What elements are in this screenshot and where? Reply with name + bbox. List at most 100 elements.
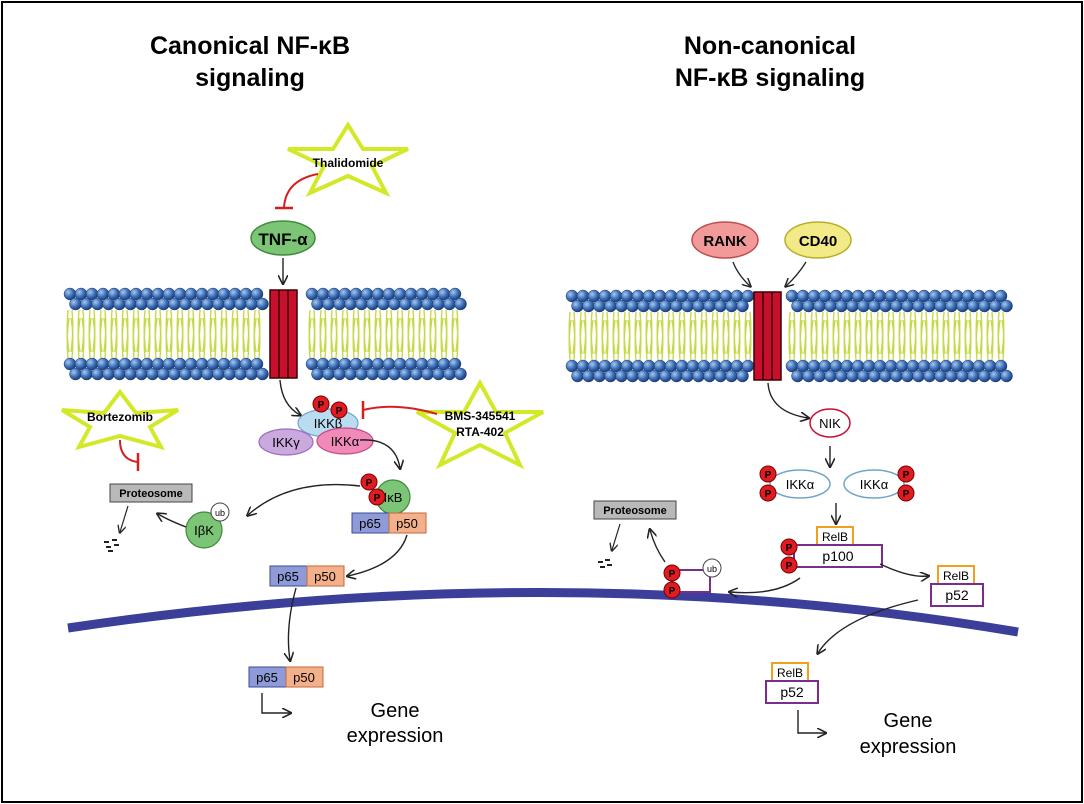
lipid-head [736,299,749,313]
lipid-tail [990,319,994,361]
bortezomib-star: Bortezomib [60,388,180,451]
lipid-tail [180,317,184,359]
lipid-tail [693,319,697,361]
ibk-to-proteosome-arrow [158,514,187,528]
cell-membrane-left [63,287,467,381]
lipid-tail [330,317,334,359]
lipid-tail [202,317,206,359]
lipid-tail [616,319,620,361]
lipid-tail [253,317,257,359]
p100-processing-arrow [879,563,928,576]
lipid-tail [803,319,807,361]
ikk-gamma-label: IKKγ [272,435,300,450]
lipid-tail [627,319,631,361]
lipid-tail [121,317,125,359]
phospho-icon [368,488,386,506]
ikk-to-ikb-arrow [359,439,400,468]
lipid-tail [726,319,730,361]
canonical-title-line2: signaling [195,64,305,92]
ub-label: ub [215,508,225,518]
lipid-tail [979,319,983,361]
lipid-tail [433,317,437,359]
lipid-tail [308,317,312,359]
receptor-to-ikk-arrow [279,379,300,415]
lipid-tail [946,319,950,361]
noncanonical-receptor [753,291,782,381]
lipid-tail [367,317,371,359]
cd40-label: CD40 [799,233,837,250]
lipid-tail [110,317,114,359]
lipid-tail [396,317,400,359]
lipid-tail [865,319,869,361]
p50-label: p50 [314,569,336,584]
ikk-alpha-left-label: IKKα [786,477,815,492]
lipid-tail [88,317,92,359]
tnf-alpha: TNF-α [250,220,316,256]
lipid-tail [246,317,250,359]
lipid-tail [645,319,649,361]
lipid-tail [997,319,1001,361]
lipid-tail [70,317,74,359]
thalidomide-label: Thalidomide [313,156,384,170]
lipid-tail [158,317,162,359]
proteosome-right-label: Proteosome [603,505,667,517]
lipid-tail [964,319,968,361]
degradation-fragments-right [598,559,612,568]
thalidomide-star: Thalidomide [287,121,409,198]
fragment-to-proteosome-arrow [650,530,666,563]
phospho-label: P [903,489,910,500]
lipid-tail [103,317,107,359]
lipid-tail [920,319,924,361]
lipid-tail [323,317,327,359]
lipid-tail [125,317,129,359]
noncanonical-title-line1: Non-canonical [683,32,857,60]
phospho-label: P [374,493,381,504]
lipid-tail [975,319,979,361]
lipid-tail [909,319,913,361]
ikk-alpha-left: IKKα P P [759,465,831,502]
ikk-alpha-right: IKKα P P [843,465,915,502]
lipid-tail [836,319,840,361]
lipid-tail [744,319,748,361]
lipid-tail [319,317,323,359]
lipid-tail [411,317,415,359]
p65-label: p65 [256,670,278,685]
nik: NIK [809,408,851,438]
cd40-receptor: CD40 [784,221,852,259]
phospho-icon [312,395,330,413]
phospho-icon [663,581,681,599]
lipid-head [736,369,749,383]
lipid-tail [213,317,217,359]
proteosome-right: Proteosome [593,500,677,520]
lipid-tail [132,317,136,359]
lipid-tail [711,319,715,361]
lipid-head [741,289,755,303]
lipid-tail [154,317,158,359]
lipid-tail [579,319,583,361]
phospho-label: P [336,406,343,417]
rta-label: RTA-402 [456,425,504,439]
lipid-tail [880,319,884,361]
lipid-tail [1001,319,1005,361]
ikb-label: IκB [384,490,403,505]
rank-to-receptor-arrow [732,261,750,286]
lipid-tail [92,317,96,359]
phospho-icon [780,556,798,574]
proteosome-left-label: Proteosome [119,488,183,500]
lipid-tail [931,319,935,361]
lipid-tail [942,319,946,361]
lipid-tail [374,317,378,359]
lipid-tail [821,319,825,361]
phospho-icon [897,484,915,502]
relb-label: RelB [943,569,969,583]
noncanonical-title: Non-canonical NF-κB signaling [600,30,940,94]
lipid-tail [649,319,653,361]
lipid-tail [455,317,459,359]
lipid-tail [957,319,961,361]
lipid-tail [715,319,719,361]
ub-icon [702,558,722,578]
nuclear-membrane [67,587,1019,637]
relb-p52-nucleus: RelB p52 [765,662,819,704]
lipid-tail [400,317,404,359]
